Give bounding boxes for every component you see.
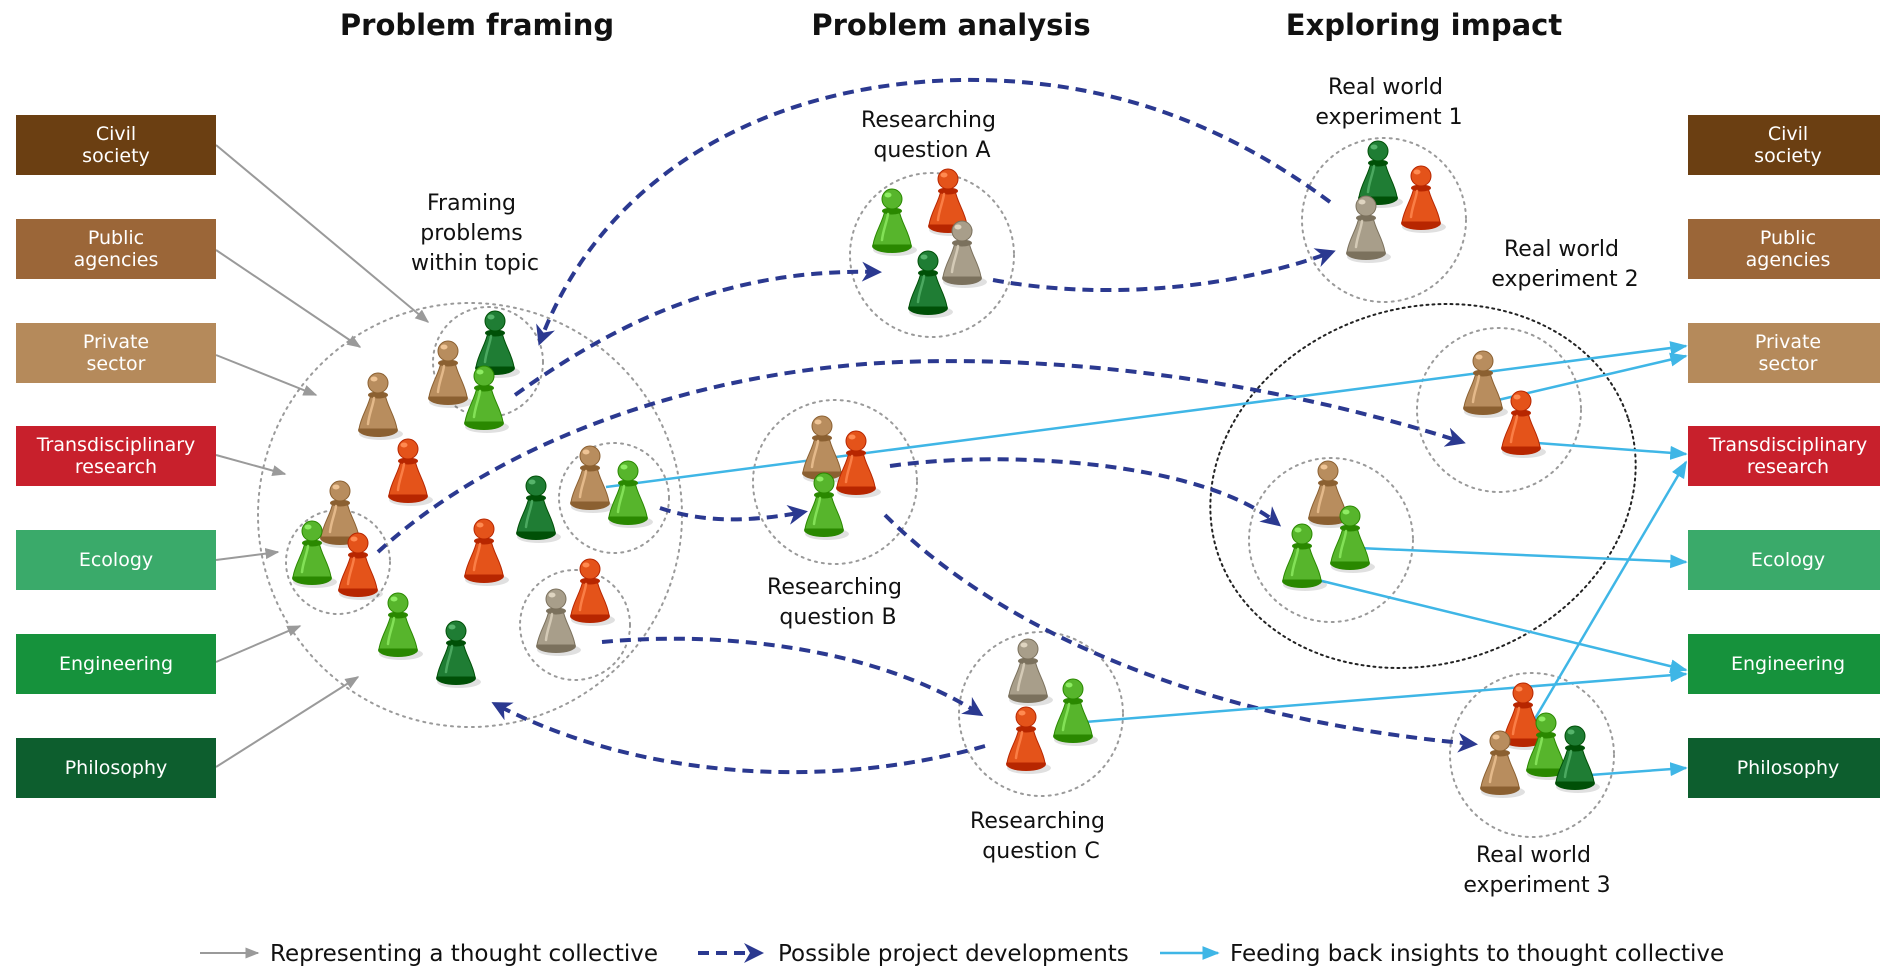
right-box-transdisciplinary-research: Transdisciplinary research [1688, 426, 1880, 486]
pawn-lg-22 [804, 472, 849, 540]
label-experiment-2: Real world experiment 2 [1491, 237, 1638, 292]
question-a-circle [849, 172, 1015, 338]
experiment-1-circle [1301, 137, 1467, 303]
dev-arrow-question-a-to-exp1 [992, 248, 1336, 293]
legend-developments: Possible project developments [778, 941, 1129, 966]
arrow-private-sector [215, 354, 318, 396]
left-box-civil-society: Civil society [16, 115, 216, 175]
header-problem-analysis: Problem analysis [811, 8, 1090, 42]
pawn-tn-10 [570, 445, 615, 513]
legend-thought-collective: Representing a thought collective [270, 941, 658, 966]
pawn-lg-3 [464, 365, 509, 433]
left-box-public-agencies: Public agencies [16, 219, 216, 279]
label-experiment-3: Real world experiment 3 [1463, 843, 1610, 898]
right-box-philosophy: Philosophy [1688, 738, 1880, 798]
pawn-lg-14 [378, 592, 423, 660]
pawn-or-13 [570, 558, 615, 626]
pawn-lg-16 [872, 188, 917, 256]
pawn-or-25 [1006, 706, 1051, 774]
framing-subgroup-3-circle [558, 442, 670, 554]
label-question-c: Researching question C [970, 809, 1112, 864]
feedback-arrow-to-engineering-1 [1317, 578, 1688, 674]
right-box-private-sector: Private sector [1688, 323, 1880, 383]
pawn-lg-6 [292, 520, 337, 588]
pawn-tn-37 [1480, 730, 1525, 798]
feedback-arrow-exp3-to-transdisciplinary [1531, 460, 1688, 723]
feedback-arrow-to-private-sector-1 [605, 341, 1688, 489]
pawn-tn-1 [428, 340, 473, 408]
experiment-2b-circle [1416, 327, 1582, 493]
experiment-3-circle [1449, 672, 1615, 838]
pawn-lg-11 [608, 460, 653, 528]
left-box-private-sector: Private sector [16, 323, 216, 383]
dev-arrow-framing-to-question-b [659, 505, 808, 525]
pawn-or-21 [836, 430, 881, 498]
dev-arrow-exp1-to-framing [536, 77, 1332, 346]
pawn-dg-15 [436, 620, 481, 688]
arrow-civil-society [215, 144, 430, 323]
pawn-lg-24 [1053, 678, 1098, 746]
pawn-or-33 [1501, 390, 1546, 458]
framing-subgroup-4-circle [519, 569, 631, 681]
header-exploring-impact: Exploring impact [1286, 8, 1563, 42]
arrow-engineering [215, 625, 302, 663]
dev-arrow-question-c-to-framing [491, 702, 986, 775]
feedback-arrow-to-ecology [1357, 546, 1688, 569]
pawn-or-27 [1401, 165, 1446, 233]
pawn-layer [292, 140, 1600, 798]
left-box-transdisciplinary-research: Transdisciplinary research [16, 426, 216, 486]
legend-feedback: Feeding back insights to thought collect… [1230, 941, 1724, 966]
pawn-lg-31 [1282, 523, 1327, 591]
pawn-lg-30 [1330, 505, 1375, 573]
dev-arrow-question-b-to-exp3 [883, 513, 1478, 753]
experiment-2a-circle [1248, 457, 1414, 623]
pawn-gy-12 [536, 588, 581, 656]
right-box-engineering: Engineering [1688, 634, 1880, 694]
pawn-or-4 [388, 438, 433, 506]
arrow-philosophy [215, 676, 360, 768]
label-framing-problems: Framing problems within topic [411, 191, 539, 276]
feedback-arrow-to-private-sector-2 [1497, 352, 1688, 402]
experiment-2-group-ellipse [1209, 303, 1637, 669]
arrow-ecology [215, 548, 280, 561]
left-box-ecology: Ecology [16, 530, 216, 590]
pawn-dg-36 [1555, 725, 1600, 793]
right-box-ecology: Ecology [1688, 530, 1880, 590]
pawn-gy-23 [1008, 638, 1053, 706]
arrow-public-agencies [215, 249, 362, 348]
left-box-engineering: Engineering [16, 634, 216, 694]
label-question-a: Researching question A [861, 108, 1003, 163]
pawn-dg-8 [516, 475, 561, 543]
pawn-or-9 [464, 518, 509, 586]
pawn-tn-0 [358, 372, 403, 440]
pawn-or-7 [338, 532, 383, 600]
arrow-transdisciplinary [215, 454, 287, 477]
question-b-circle [752, 399, 918, 565]
question-c-circle [958, 631, 1124, 797]
right-box-civil-society: Civil society [1688, 115, 1880, 175]
label-experiment-1: Real world experiment 1 [1315, 75, 1462, 130]
pawn-dg-19 [908, 250, 953, 318]
dev-arrow-framing-to-question-a [513, 261, 882, 397]
legend: Representing a thought collective Possib… [200, 941, 1724, 966]
pawn-tn-32 [1463, 350, 1508, 418]
right-box-public-agencies: Public agencies [1688, 219, 1880, 279]
label-question-b: Researching question B [767, 575, 909, 630]
pawn-gy-28 [1346, 195, 1391, 263]
header-problem-framing: Problem framing [340, 8, 614, 42]
pawn-gy-18 [942, 220, 987, 288]
left-box-philosophy: Philosophy [16, 738, 216, 798]
feedback-arrow-to-transdisciplinary [1536, 441, 1688, 460]
pawn-tn-29 [1308, 460, 1353, 528]
feedback-arrow-to-philosophy [1589, 762, 1688, 777]
dev-arrow-question-b-to-exp2a [889, 457, 1282, 527]
dev-arrow-framing-to-question-c [601, 636, 984, 717]
feedback-arrow-to-engineering-2 [1084, 668, 1688, 724]
